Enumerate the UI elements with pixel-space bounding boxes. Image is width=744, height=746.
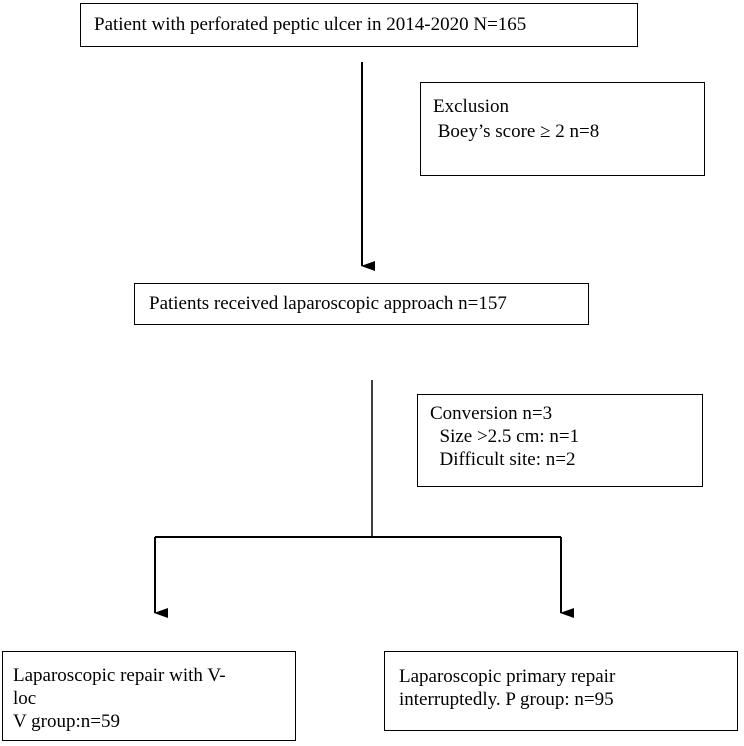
conversion-box: Conversion n=3 Size >2.5 cm: n=1 Difficu… bbox=[417, 394, 703, 487]
exclusion-criterion: Boey’s score ≥ 2 n=8 bbox=[433, 121, 600, 142]
vloc-group-line-2: loc bbox=[13, 688, 37, 709]
total-patients-box: Patient with perforated peptic ulcer in … bbox=[80, 3, 638, 47]
vloc-group-line-3: V group:n=59 bbox=[13, 711, 120, 732]
laparoscopic-approach-box: Patients received laparoscopic approach … bbox=[134, 283, 589, 325]
exclusion-title: Exclusion bbox=[433, 96, 509, 117]
vloc-group-box: Laparoscopic repair with V- loc V group:… bbox=[2, 651, 296, 741]
primary-group-line-2: interruptedly. P group: n=95 bbox=[399, 689, 614, 710]
primary-group-box: Laparoscopic primary repair interruptedl… bbox=[384, 651, 738, 731]
exclusion-box: Exclusion Boey’s score ≥ 2 n=8 bbox=[420, 82, 705, 176]
conversion-size-reason: Size >2.5 cm: n=1 bbox=[430, 426, 580, 447]
primary-group-line-1: Laparoscopic primary repair bbox=[399, 666, 616, 687]
laparoscopic-approach-text: Patients received laparoscopic approach … bbox=[149, 293, 507, 314]
conversion-title: Conversion n=3 bbox=[430, 403, 553, 424]
conversion-site-reason: Difficult site: n=2 bbox=[430, 449, 576, 470]
total-patients-text: Patient with perforated peptic ulcer in … bbox=[94, 14, 527, 35]
vloc-group-line-1: Laparoscopic repair with V- bbox=[13, 665, 226, 686]
